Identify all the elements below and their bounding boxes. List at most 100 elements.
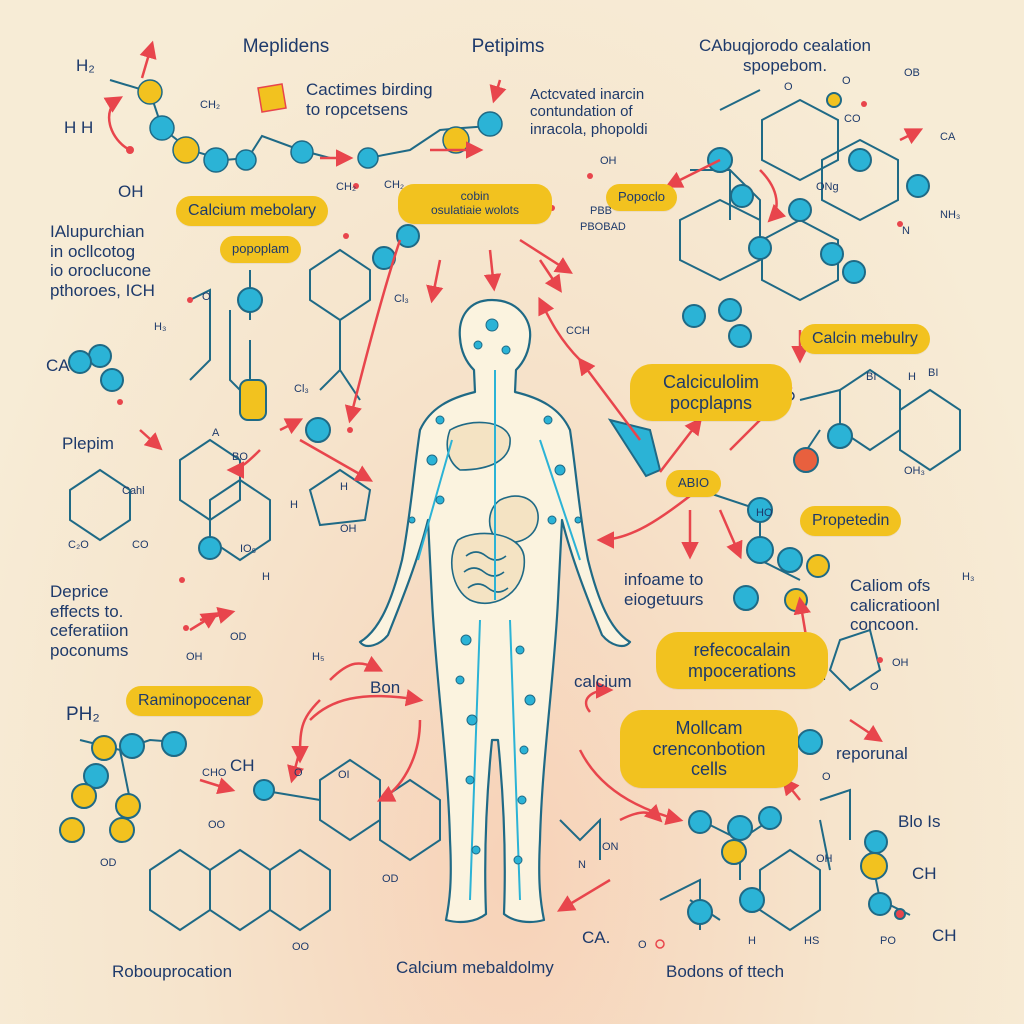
- label-petipims: Petipims: [471, 36, 545, 57]
- svg-text:OH₃: OH₃: [904, 465, 925, 477]
- svg-text:O: O: [294, 767, 303, 779]
- molecule-bottom-right: [559, 729, 911, 932]
- pill-calciculolim: Calciculolim pocplapns: [630, 364, 792, 422]
- label-plepim: Plepim: [62, 434, 114, 453]
- label-bon: Bon: [370, 678, 401, 697]
- organs: [446, 421, 539, 605]
- svg-text:OH: OH: [816, 853, 833, 865]
- svg-text:H₃: H₃: [154, 321, 166, 333]
- svg-text:OD: OD: [100, 857, 117, 869]
- label-meplidens: Meplidens: [242, 36, 330, 57]
- reaction-arrows: [103, 40, 924, 912]
- svg-text:OI: OI: [338, 769, 350, 781]
- label-alupurchian: IAlupurchian in ocllcotog io oroclucone …: [50, 222, 155, 300]
- label-inflame: infoame to eiogetuurs: [624, 570, 704, 609]
- pill-propetedin: Propetedin: [800, 506, 902, 537]
- molecule-top-left: [109, 79, 331, 173]
- svg-text:H₅: H₅: [312, 651, 324, 663]
- svg-text:BO: BO: [232, 451, 248, 463]
- blood-vessels: [417, 370, 581, 901]
- pill-calcium-mebulry-right: Calcin mebulry: [800, 324, 930, 355]
- svg-text:H: H: [262, 571, 270, 583]
- pill-abio: ABIO: [666, 470, 722, 497]
- svg-text:N: N: [902, 225, 910, 237]
- svg-text:OH: OH: [340, 523, 357, 535]
- svg-text:ON: ON: [602, 841, 619, 853]
- label-ch-right-1: CH: [912, 864, 937, 883]
- human-body-figure: [358, 298, 632, 924]
- svg-text:H: H: [290, 499, 298, 511]
- svg-text:N: N: [578, 859, 586, 871]
- svg-text:Cl₃: Cl₃: [294, 383, 309, 395]
- label-reporunal: reporunal: [836, 744, 908, 763]
- svg-text:CO: CO: [132, 539, 149, 551]
- svg-text:O: O: [870, 681, 879, 693]
- calcium-particles: [408, 318, 582, 865]
- molecule-bottom-left: [59, 731, 441, 932]
- svg-text:O: O: [638, 939, 647, 951]
- label-robouprocation: Robouprocation: [112, 962, 233, 981]
- pill-popoclo: Popoclo: [606, 184, 677, 211]
- svg-text:OH: OH: [600, 155, 617, 167]
- stomach-organ: [488, 495, 539, 544]
- label-oh: OH: [118, 182, 144, 201]
- label-ca-bottom: CA.: [582, 928, 611, 947]
- svg-text:OO: OO: [292, 941, 310, 953]
- molecule-top-right: [679, 89, 930, 348]
- label-ch-right-2: CH: [932, 926, 957, 945]
- svg-text:CH₂: CH₂: [384, 179, 404, 191]
- svg-text:PO: PO: [880, 935, 896, 947]
- svg-text:O: O: [202, 291, 211, 303]
- molecule-right-middle: [607, 368, 961, 692]
- label-blo-is: Blo Is: [898, 812, 941, 831]
- svg-text:PBOBAD: PBOBAD: [580, 221, 626, 233]
- svg-text:H: H: [340, 481, 348, 493]
- pill-calcium-mebolary-top-left: Calcium mebolary: [176, 196, 329, 227]
- label-cactimes-binding: Cactimes birding to ropcetsens: [306, 80, 433, 119]
- svg-text:O: O: [842, 75, 851, 87]
- svg-text:A: A: [212, 427, 220, 439]
- svg-text:BI: BI: [866, 371, 876, 383]
- svg-text:Cl₃: Cl₃: [394, 293, 409, 305]
- svg-text:O: O: [822, 771, 831, 783]
- pill-center-top: cobin osulatiaie wolots: [398, 184, 552, 224]
- label-bodons-of-tech: Bodons of ttech: [666, 962, 785, 981]
- label-ca-left: CA: [46, 356, 70, 375]
- label-cabug-cealation: CAbuqjorodo cealation spopebom.: [698, 36, 871, 75]
- svg-text:OD: OD: [230, 631, 247, 643]
- svg-text:OH: OH: [186, 651, 203, 663]
- label-calcium-small: calcium: [574, 672, 632, 691]
- svg-text:CA: CA: [940, 131, 956, 143]
- label-caliom: Caliom ofs calicratioonl concoon.: [850, 576, 940, 635]
- svg-text:OO: OO: [208, 819, 226, 831]
- pill-popoplam: popoplam: [220, 236, 302, 263]
- svg-text:O: O: [784, 81, 793, 93]
- svg-text:HO: HO: [756, 507, 773, 519]
- svg-text:NH₃: NH₃: [940, 209, 960, 221]
- svg-text:ONg: ONg: [816, 181, 839, 193]
- label-activated-inarcin: Actcvated inarcin contundation of inraco…: [530, 86, 648, 138]
- svg-text:H: H: [908, 371, 916, 383]
- svg-text:OD: OD: [382, 873, 399, 885]
- connector-dots: [117, 101, 903, 949]
- svg-text:CO: CO: [844, 113, 861, 125]
- svg-text:CH₂: CH₂: [200, 99, 220, 111]
- svg-text:CH₂: CH₂: [336, 181, 356, 193]
- svg-text:IO₅: IO₅: [240, 543, 256, 555]
- pill-raminopocenar: Raminopocenar: [126, 686, 263, 717]
- svg-text:OH: OH: [892, 657, 909, 669]
- svg-text:PBB: PBB: [590, 205, 612, 217]
- svg-text:H₃: H₃: [962, 571, 974, 583]
- svg-text:OB: OB: [904, 67, 920, 79]
- svg-text:CHO: CHO: [202, 767, 227, 779]
- molecule-left-middle: [68, 224, 420, 562]
- label-hh: H H: [64, 118, 94, 137]
- svg-text:CCH: CCH: [566, 325, 590, 337]
- pill-refecocalain: refecocalain mpocerations: [656, 632, 828, 690]
- label-deprice-effects: Deprice effects to. ceferatiion poconums: [50, 582, 129, 660]
- label-calcium-mebaldolmy: Calcium mebaldolmy: [396, 958, 554, 977]
- svg-text:Cahl: Cahl: [122, 485, 145, 497]
- svg-text:BI: BI: [928, 367, 938, 379]
